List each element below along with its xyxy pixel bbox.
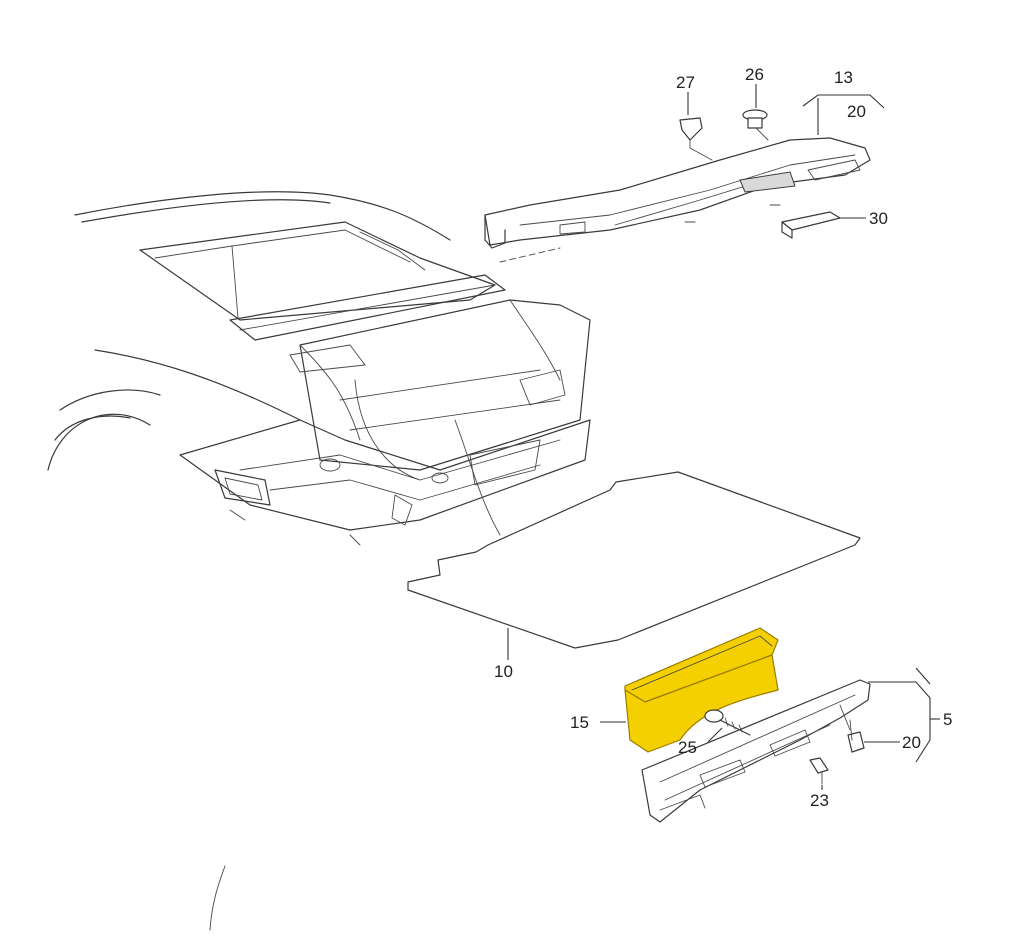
label-23: 23 bbox=[810, 791, 829, 810]
label-13: 13 bbox=[834, 68, 853, 87]
label-20-top: 20 bbox=[847, 102, 866, 121]
part-10-trunk-mat bbox=[407, 471, 861, 649]
label-20-bottom: 20 bbox=[902, 733, 921, 752]
rear-spoiler bbox=[484, 137, 871, 263]
part-labels: 27 26 13 20 30 10 15 25 5 20 23 bbox=[494, 65, 952, 810]
car-body-rear bbox=[47, 191, 591, 546]
label-5: 5 bbox=[943, 710, 952, 729]
clip-20-bottom bbox=[847, 719, 865, 753]
part-5-trim-panel bbox=[641, 679, 871, 823]
label-25: 25 bbox=[678, 738, 697, 757]
part-30-pad bbox=[781, 211, 841, 239]
bolt-23 bbox=[809, 757, 829, 785]
label-30: 30 bbox=[869, 209, 888, 228]
screw-25 bbox=[704, 709, 751, 736]
leader-lines bbox=[209, 84, 940, 931]
label-10: 10 bbox=[494, 662, 513, 681]
fastener-26 bbox=[742, 109, 769, 141]
label-27: 27 bbox=[676, 73, 695, 92]
fastener-27 bbox=[679, 117, 713, 161]
label-15: 15 bbox=[570, 713, 589, 732]
label-26: 26 bbox=[745, 65, 764, 84]
part-15-highlighted-foam-block bbox=[624, 627, 779, 753]
